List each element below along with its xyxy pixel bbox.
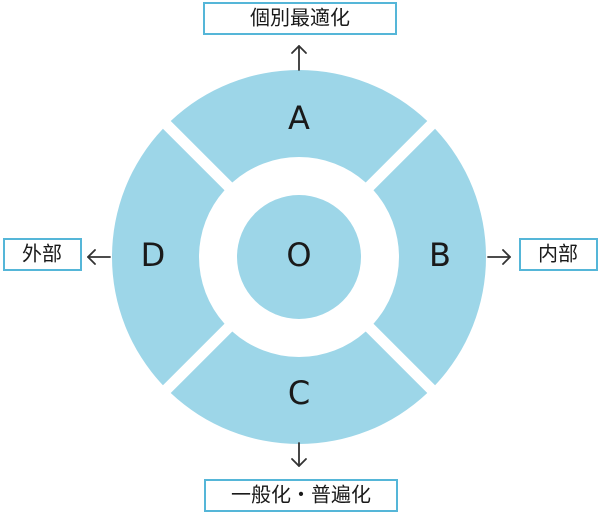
arrow-right-icon [487, 249, 511, 265]
center-circle-o [237, 195, 361, 319]
segment-label-o: O [286, 236, 311, 274]
segment-label-b: B [429, 236, 451, 274]
arrow-down-icon [291, 442, 307, 467]
label-box-bottom: 一般化・普遍化 [204, 479, 398, 512]
segment-label-a: A [288, 99, 310, 137]
segment-label-c: C [288, 374, 310, 412]
ring-segment-b [373, 128, 486, 386]
label-box-right: 内部 [519, 238, 598, 271]
ring-segment-d [112, 128, 225, 386]
segment-label-d: D [141, 236, 166, 274]
label-box-top: 個別最適化 [203, 2, 397, 35]
label-box-left: 外部 [3, 238, 82, 271]
arrow-up-icon [291, 45, 307, 71]
arrow-left-icon [87, 249, 111, 265]
ring-segment-c [170, 331, 428, 444]
label-bottom-text: 一般化・普遍化 [231, 483, 371, 507]
ring-segment-a [170, 70, 428, 183]
label-top-text: 個別最適化 [250, 6, 350, 30]
label-right-text: 内部 [538, 242, 578, 266]
label-left-text: 外部 [22, 242, 62, 266]
